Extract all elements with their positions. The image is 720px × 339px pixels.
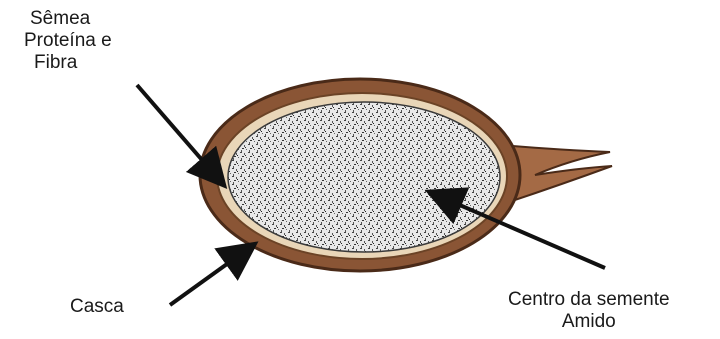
bran-label-line2: Proteína e (24, 30, 112, 52)
bran-label: Sêmea Proteína e Fibra (24, 8, 112, 74)
seed-endosperm (228, 102, 500, 252)
center-label-line1: Centro da semente (508, 289, 670, 311)
bran-arrow (137, 85, 222, 183)
husk-label: Casca (70, 296, 124, 318)
center-label: Centro da semente Amido (508, 289, 670, 333)
husk-arrow (170, 246, 252, 305)
bran-label-line1: Sêmea (24, 8, 112, 30)
bran-label-line3: Fibra (24, 52, 112, 74)
center-label-line2: Amido (508, 311, 670, 333)
